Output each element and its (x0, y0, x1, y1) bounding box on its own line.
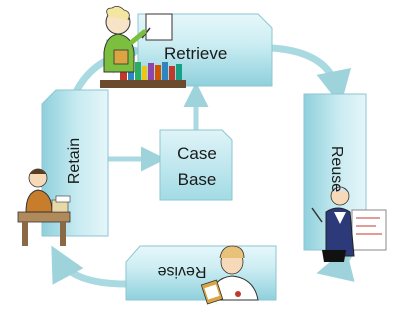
teacher-at-board-icon (100, 6, 186, 88)
case-base-label-line1: Case (177, 144, 217, 163)
revise-label: Revise (157, 263, 207, 280)
nurse-with-clipboard-icon (200, 245, 259, 305)
reuse-label: Reuse (328, 145, 345, 193)
retrieve-label: Retrieve (164, 44, 228, 63)
case-base-label-line2: Base (177, 170, 217, 189)
arrow-retrieve-to-reuse (271, 44, 352, 106)
scientist-at-board-icon (311, 186, 387, 262)
case-base-box (159, 129, 233, 201)
retain-label: Retain (66, 137, 83, 185)
businessman-at-desk-icon (17, 168, 71, 246)
arrow-revise-to-retain (51, 245, 127, 288)
